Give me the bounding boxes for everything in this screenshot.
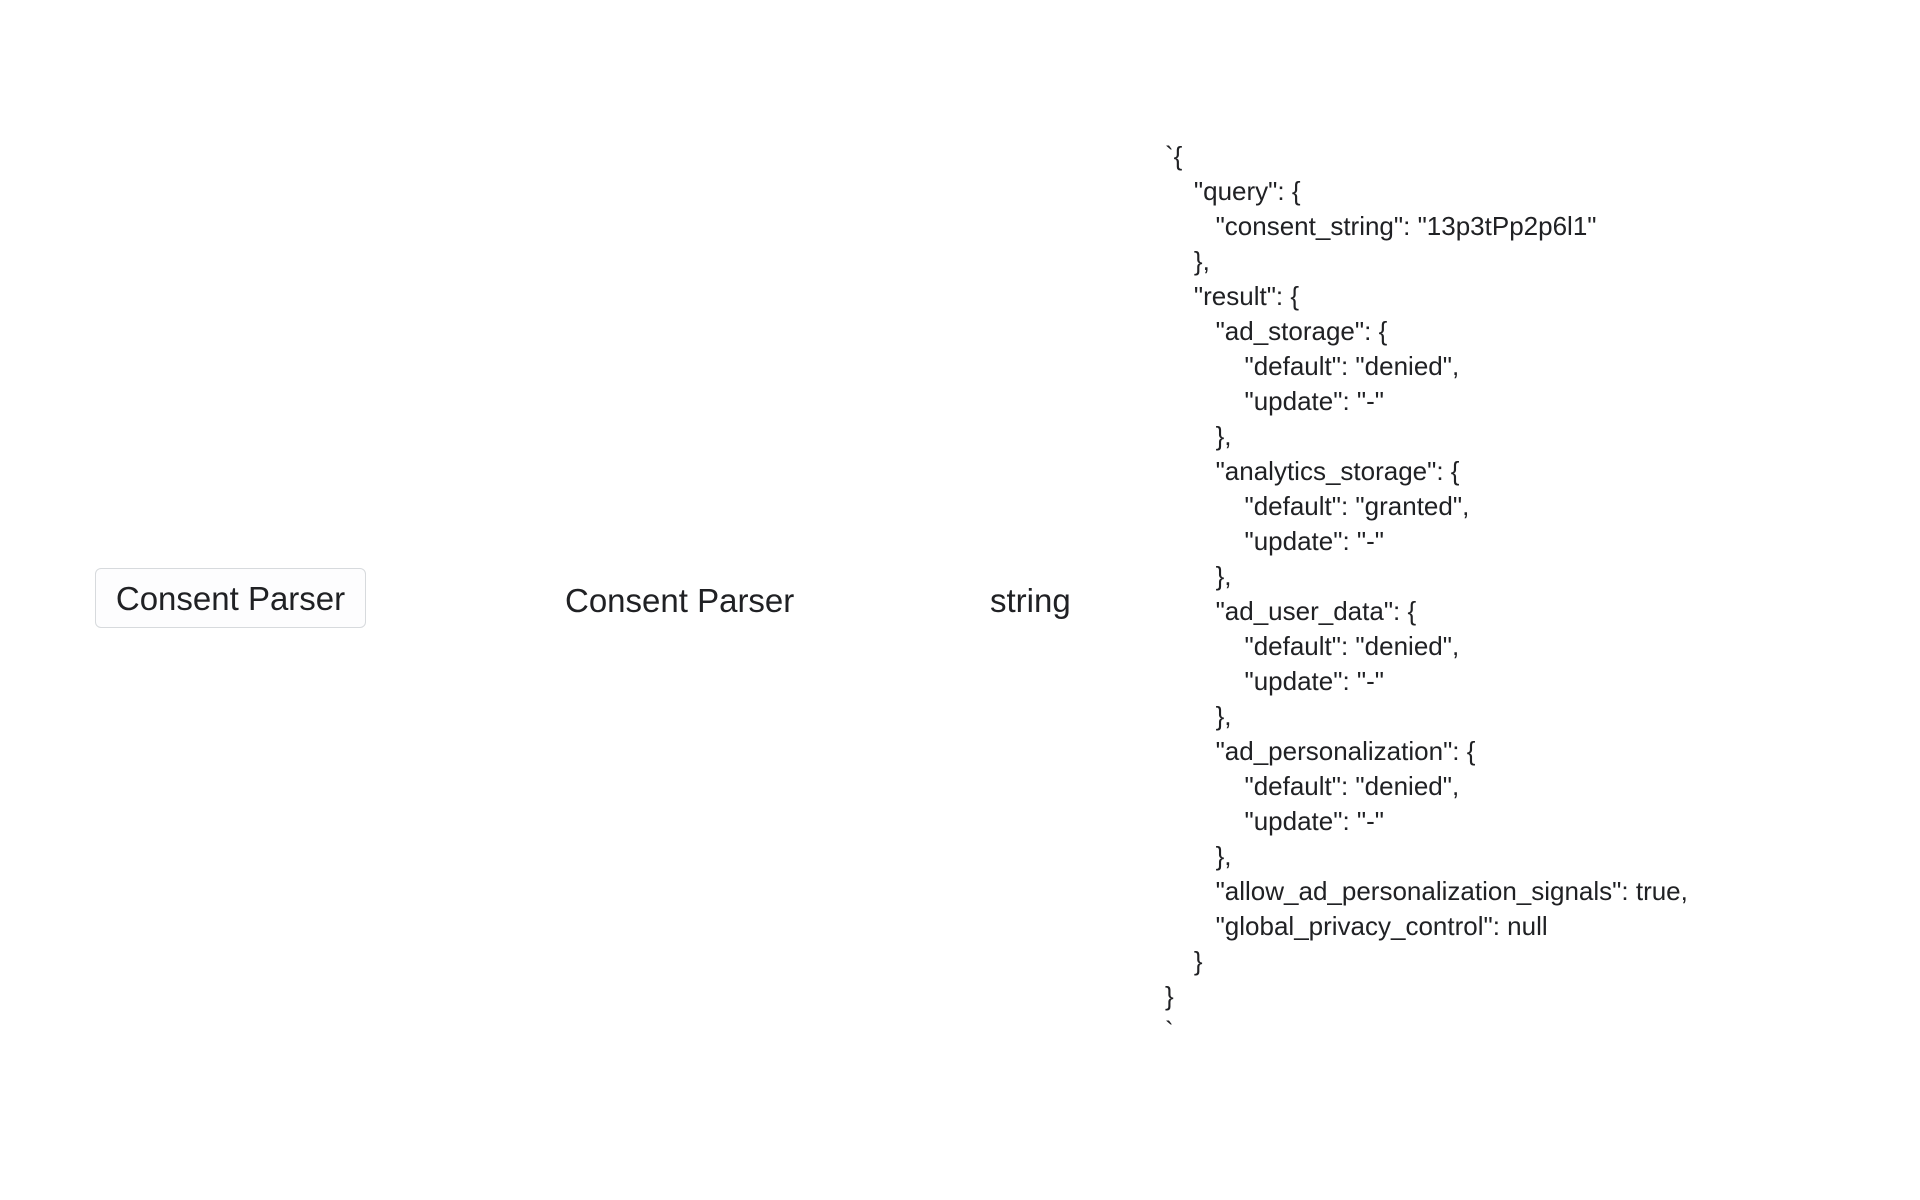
tool-return-type-label: string — [990, 582, 1071, 619]
example-json-code: `{ "query": { "consent_string": "13p3tPp… — [1165, 141, 1688, 1046]
tool-name-label: Consent Parser — [565, 582, 795, 619]
consent-parser-button[interactable]: Consent Parser — [95, 568, 366, 628]
